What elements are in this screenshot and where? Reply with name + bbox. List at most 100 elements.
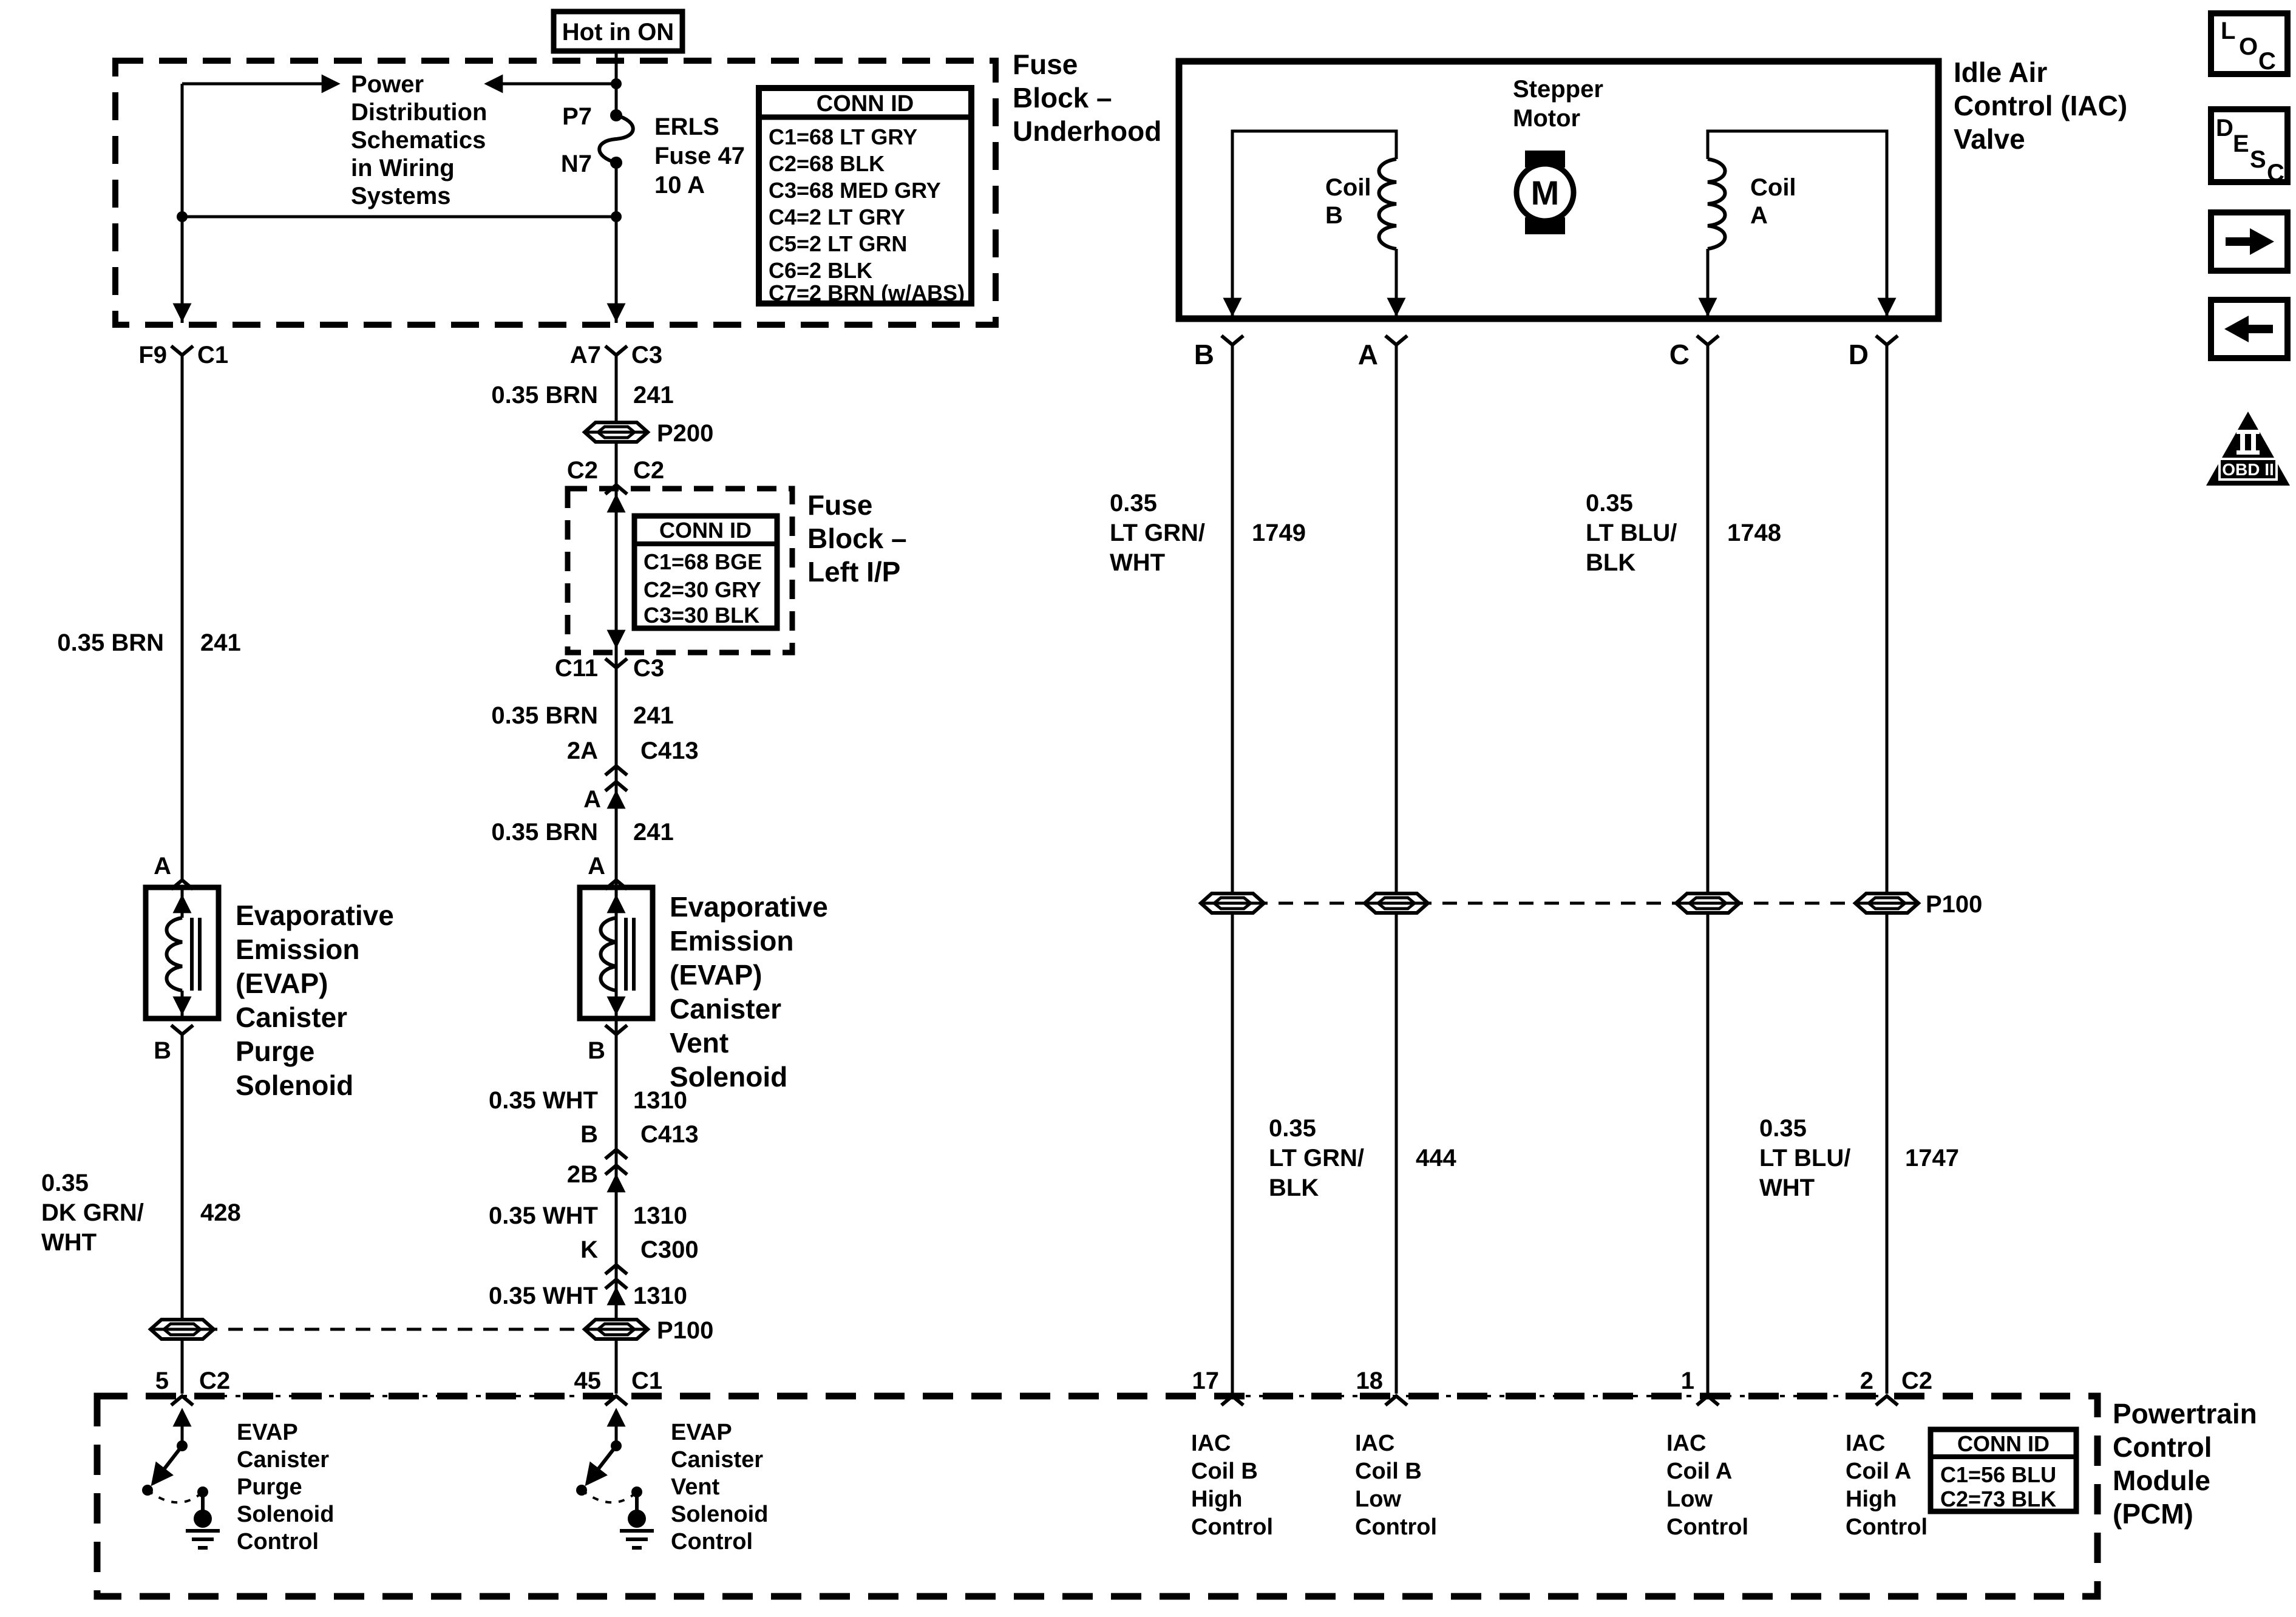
svg-text:Solenoid: Solenoid — [236, 1070, 353, 1101]
arrow-left-icon[interactable] — [2208, 297, 2291, 361]
desc-icon[interactable]: D E S C — [2208, 106, 2291, 186]
pcm-pin-2: 2 — [1860, 1368, 1873, 1394]
svg-text:C: C — [2267, 160, 2284, 186]
wire-circuit: 241 — [633, 382, 674, 408]
svg-text:Control: Control — [671, 1529, 753, 1554]
fuse-dot-p7 — [610, 109, 622, 121]
pin-a-label: A — [154, 853, 171, 880]
pcm-title: Powertrain Control Module (PCM) — [2113, 1398, 2257, 1530]
wire-circuit: 241 — [633, 702, 674, 729]
wire-label: 0.35 WHT — [489, 1283, 598, 1309]
svg-text:LT BLU/: LT BLU/ — [1586, 520, 1677, 546]
svg-text:IAC: IAC — [1191, 1431, 1231, 1456]
svg-text:Motor: Motor — [1513, 105, 1580, 132]
svg-text:Evaporative: Evaporative — [670, 891, 828, 923]
svg-text:Purge: Purge — [237, 1474, 302, 1500]
svg-text:Power: Power — [351, 71, 424, 98]
wire-label: 0.35 WHT — [489, 1202, 598, 1229]
pcm-pin-1: 1 — [1681, 1368, 1694, 1394]
pin-b: B — [1194, 339, 1214, 370]
pin-a: A — [1358, 339, 1378, 370]
pcm-conn-c2: C2 — [199, 1368, 230, 1394]
svg-text:Schematics: Schematics — [351, 127, 486, 154]
svg-text:BLK: BLK — [1269, 1175, 1319, 1201]
splice-p100-label: P100 — [657, 1317, 713, 1344]
svg-text:10 A: 10 A — [654, 172, 705, 198]
svg-text:WHT: WHT — [1110, 549, 1165, 576]
wire-circuit: 1310 — [633, 1087, 687, 1114]
hot-in-on-box — [551, 8, 685, 54]
fuse-block-underhood-border — [112, 58, 999, 328]
svg-text:WHT: WHT — [41, 1229, 97, 1256]
iac-valve: Idle Air Control (IAC) Valve Stepper Mot… — [1175, 56, 2127, 370]
svg-text:BLK: BLK — [1586, 549, 1635, 576]
svg-text:C6=2 BLK: C6=2 BLK — [769, 258, 872, 283]
svg-text:Control (IAC): Control (IAC) — [1954, 90, 2127, 121]
svg-text:Emission: Emission — [670, 925, 794, 957]
svg-text:C1=68 LT GRY: C1=68 LT GRY — [769, 124, 917, 149]
svg-text:Distribution: Distribution — [351, 99, 487, 126]
arrow-right-icon[interactable] — [2208, 209, 2291, 274]
svg-text:L: L — [2221, 18, 2235, 44]
power-dist-note: Power Distribution Schematics in Wiring … — [351, 71, 487, 209]
svg-text:Left I/P: Left I/P — [807, 556, 900, 588]
svg-text:Control: Control — [1846, 1514, 1927, 1540]
svg-text:(EVAP): (EVAP) — [670, 959, 763, 991]
svg-text:Control: Control — [1666, 1514, 1748, 1540]
svg-text:1747: 1747 — [1905, 1145, 1959, 1171]
wire-circuit: 241 — [633, 819, 674, 846]
svg-text:IAC: IAC — [1355, 1431, 1394, 1456]
wire-label: 0.35 BRN — [491, 819, 598, 846]
pin-2a: 2A — [567, 737, 598, 764]
svg-text:Low: Low — [1355, 1486, 1401, 1512]
svg-text:High: High — [1191, 1486, 1242, 1512]
motor-letter: M — [1531, 174, 1560, 212]
fuse-name: ERLS Fuse 47 10 A — [654, 114, 745, 198]
svg-text:Canister: Canister — [670, 993, 781, 1025]
pcm-iac-a-low-label: IAC Coil A Low Control — [1666, 1431, 1748, 1540]
svg-text:Valve: Valve — [1954, 123, 2025, 155]
svg-text:C1=56 BLU: C1=56 BLU — [1940, 1462, 2056, 1487]
svg-text:Emission: Emission — [236, 934, 360, 965]
vent-driver-switch-icon — [576, 1411, 654, 1548]
coil-b-label: Coil — [1325, 174, 1371, 201]
svg-text:Fuse: Fuse — [807, 489, 872, 521]
stepper-motor-label: Stepper Motor — [1513, 76, 1603, 132]
svg-text:(EVAP): (EVAP) — [236, 968, 328, 999]
pin-k: K — [580, 1236, 598, 1263]
wire-1747-label: 0.35 LT BLU/ WHT 1747 — [1759, 1115, 1959, 1201]
svg-text:Underhood: Underhood — [1013, 115, 1161, 147]
pin-b-c413: B — [580, 1121, 598, 1148]
fuse-block-left-ip-title: Fuse Block – Left I/P — [807, 489, 907, 588]
svg-text:0.35: 0.35 — [41, 1170, 89, 1196]
evap-vent-solenoid-label: Evaporative Emission (EVAP) Canister Ven… — [670, 891, 828, 1093]
pin-c11: C11 — [555, 655, 598, 682]
svg-text:O: O — [2239, 33, 2258, 60]
svg-text:Block –: Block – — [1013, 82, 1112, 114]
svg-text:WHT: WHT — [1759, 1175, 1815, 1201]
svg-text:Coil B: Coil B — [1355, 1459, 1422, 1484]
svg-text:C2=68 BLK: C2=68 BLK — [769, 151, 885, 176]
iac-valve-box — [1175, 58, 1942, 322]
svg-text:DK GRN/: DK GRN/ — [41, 1199, 144, 1226]
svg-text:0.35: 0.35 — [1586, 490, 1633, 517]
svg-text:C: C — [2258, 48, 2276, 75]
svg-text:Fuse: Fuse — [1013, 49, 1078, 80]
pcm-iac-b-low-label: IAC Coil B Low Control — [1355, 1431, 1437, 1540]
fuse-dot-n7 — [610, 157, 622, 169]
conn-c3: C3 — [631, 342, 662, 368]
svg-text:C1=68 BGE: C1=68 BGE — [644, 549, 762, 574]
pin-c: C — [1669, 339, 1690, 370]
svg-text:444: 444 — [1416, 1145, 1456, 1171]
fuse-symbol — [597, 114, 635, 164]
svg-text:LT GRN/: LT GRN/ — [1269, 1145, 1364, 1171]
connector-chevron — [1876, 336, 1898, 345]
svg-text:S: S — [2250, 146, 2266, 173]
loc-icon[interactable]: L O C — [2208, 10, 2291, 77]
pcm-iac-b-high-label: IAC Coil B High Control — [1191, 1431, 1273, 1540]
conn-c1: C1 — [197, 342, 228, 368]
svg-text:C4=2 LT GRY: C4=2 LT GRY — [769, 205, 905, 229]
svg-text:EVAP: EVAP — [237, 1420, 298, 1445]
svg-text:Systems: Systems — [351, 183, 451, 209]
conn-c2: C2 — [633, 457, 664, 484]
